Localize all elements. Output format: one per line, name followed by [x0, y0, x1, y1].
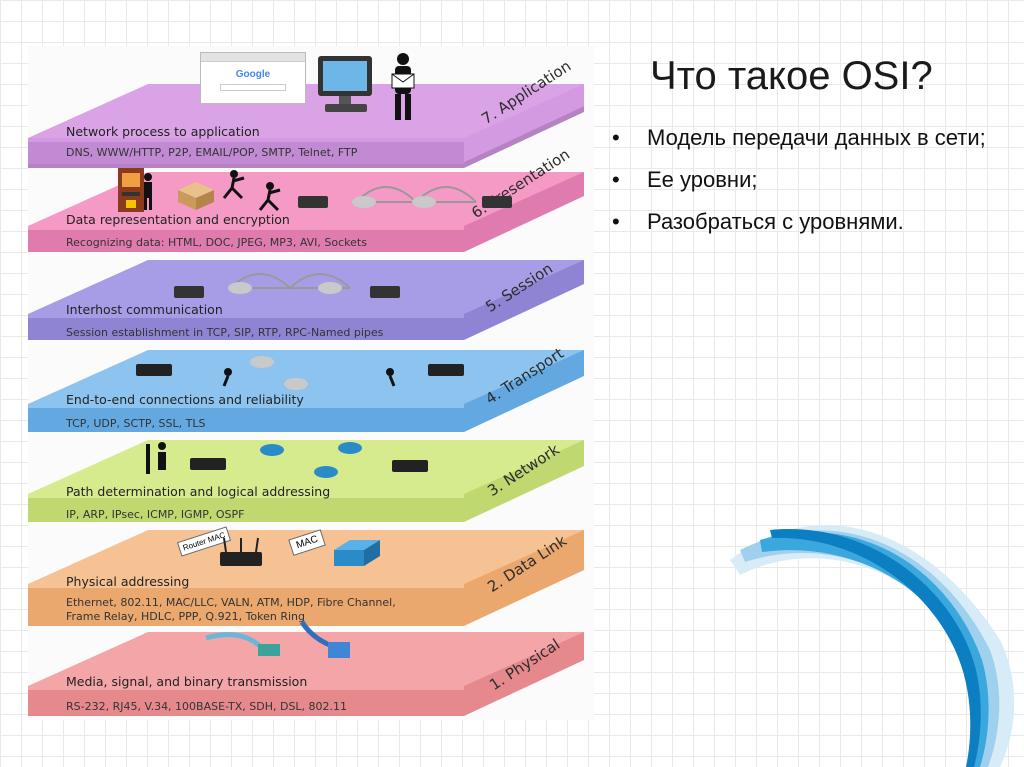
network-routers-icon — [146, 436, 436, 482]
layer-application: Network process to application DNS, WWW/… — [28, 76, 594, 168]
layer-title: Network process to application — [66, 124, 260, 139]
layer-title: Physical addressing — [66, 574, 189, 589]
layer-protocols: IP, ARP, IPsec, ICMP, IGMP, OSPF — [66, 508, 244, 522]
session-bridge-icon — [170, 256, 410, 302]
router-icon — [216, 536, 266, 572]
slide-title: Что такое OSI? — [650, 54, 933, 99]
bullet-text: Разобраться с уровнями. — [647, 209, 904, 234]
layer-protocols: Session establishment in TCP, SIP, RTP, … — [66, 326, 383, 340]
layer-protocols: TCP, UDP, SCTP, SSL, TLS — [66, 417, 205, 431]
layer-title: Path determination and logical addressin… — [66, 484, 330, 499]
switch-icon — [330, 536, 384, 572]
bullet-item: • Модель передачи данных в сети; — [612, 122, 1002, 154]
layer-protocols: RS-232, RJ45, V.34, 100BASE-TX, SDH, DSL… — [66, 700, 347, 714]
person-icon — [138, 172, 158, 212]
layer-title: End-to-end connections and reliability — [66, 392, 304, 407]
browser-window-icon: Google — [200, 52, 306, 104]
bullet-list: • Модель передачи данных в сети; • Ее уров… — [612, 122, 1002, 248]
google-logo: Google — [201, 69, 305, 80]
network-bridge-icon — [296, 172, 516, 216]
bullet-icon: • — [612, 206, 620, 238]
layer-protocols: Recognizing data: HTML, DOC, JPEG, MP3, … — [66, 236, 367, 250]
layer-title: Interhost communication — [66, 302, 223, 317]
transport-devices-icon — [132, 344, 472, 390]
running-courier-icon — [220, 170, 250, 202]
bullet-text: Модель передачи данных в сети; — [647, 125, 986, 150]
person-with-letter-icon — [386, 52, 420, 124]
decorative-swoosh — [700, 500, 1024, 767]
running-courier-icon — [256, 182, 286, 214]
osi-model-figure: Network process to application DNS, WWW/… — [28, 46, 594, 720]
layer-protocols: DNS, WWW/HTTP, P2P, EMAIL/POP, SMTP, Tel… — [66, 146, 357, 160]
layer-title: Data representation and encryption — [66, 212, 290, 227]
layer-title: Media, signal, and binary transmission — [66, 674, 307, 689]
bullet-text: Ее уровни; — [647, 167, 757, 192]
bullet-icon: • — [612, 164, 620, 196]
network-cables-icon — [202, 618, 362, 672]
package-icon — [174, 178, 218, 212]
bullet-item: • Разобраться с уровнями. — [612, 206, 1002, 238]
bullet-icon: • — [612, 122, 620, 154]
computer-monitor-icon — [315, 54, 377, 116]
bullet-item: • Ее уровни; — [612, 164, 1002, 196]
